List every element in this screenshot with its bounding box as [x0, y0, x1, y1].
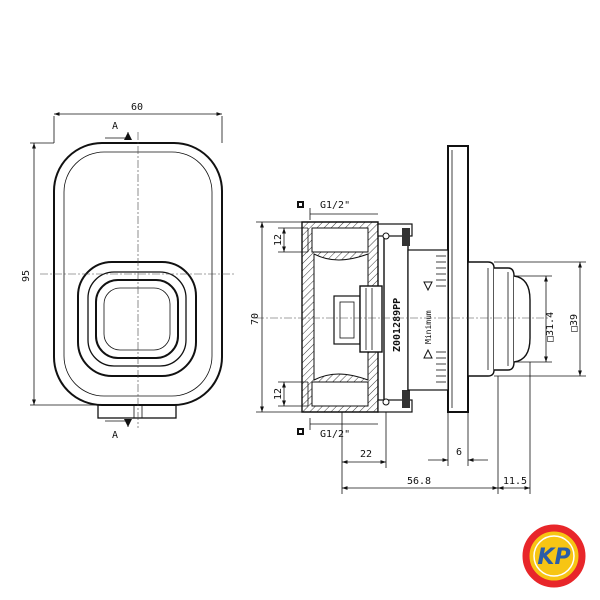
dim-56-8-label: 56.8 — [407, 476, 431, 487]
dim-6-label: 6 — [456, 447, 462, 458]
top-screw — [402, 228, 410, 246]
front-knob-inner — [95, 279, 179, 359]
side-knob-base — [467, 261, 495, 377]
bottom-screw — [402, 390, 410, 408]
square-31-4-label: □31.4 — [545, 312, 556, 342]
minimum-label: Minimum — [424, 310, 433, 344]
height-70-label: 70 — [250, 313, 261, 325]
dim-11-5-label: 11.5 — [503, 476, 527, 487]
front-bottom-tab — [97, 404, 177, 419]
threaded-sleeve — [407, 249, 449, 391]
dim-22-label: 22 — [360, 449, 372, 460]
offset-bottom-label: 12 — [273, 388, 284, 400]
front-knob-mid — [87, 271, 187, 367]
side-knob-body — [494, 267, 515, 371]
kp-logo: KP — [522, 524, 586, 588]
width-dimension-label: 60 — [131, 102, 143, 113]
offset-top-label: 12 — [273, 234, 284, 246]
wall-plate — [447, 145, 469, 413]
cartridge-stem — [333, 295, 361, 345]
front-knob-face — [103, 287, 171, 351]
side-view: Minimum Z001289PP G1/2" G1/2" 70 12 — [250, 145, 586, 494]
thread-label-top: G1/2" — [320, 200, 350, 211]
thread-label-bottom: G1/2" — [320, 429, 350, 440]
part-number-label: Z001289PP — [392, 298, 403, 352]
front-knob-outer — [77, 261, 197, 377]
section-label-top: A — [112, 121, 118, 132]
height-dimension-label: 95 — [21, 270, 32, 282]
front-view: A A 60 95 — [21, 102, 236, 441]
section-label-bottom: A — [112, 430, 118, 441]
side-knob-cap — [513, 275, 531, 363]
square-39-label: □39 — [569, 314, 580, 332]
sleeve-thread-marks — [436, 255, 446, 383]
logo-text: KP — [537, 545, 570, 570]
cartridge-head — [359, 285, 383, 353]
